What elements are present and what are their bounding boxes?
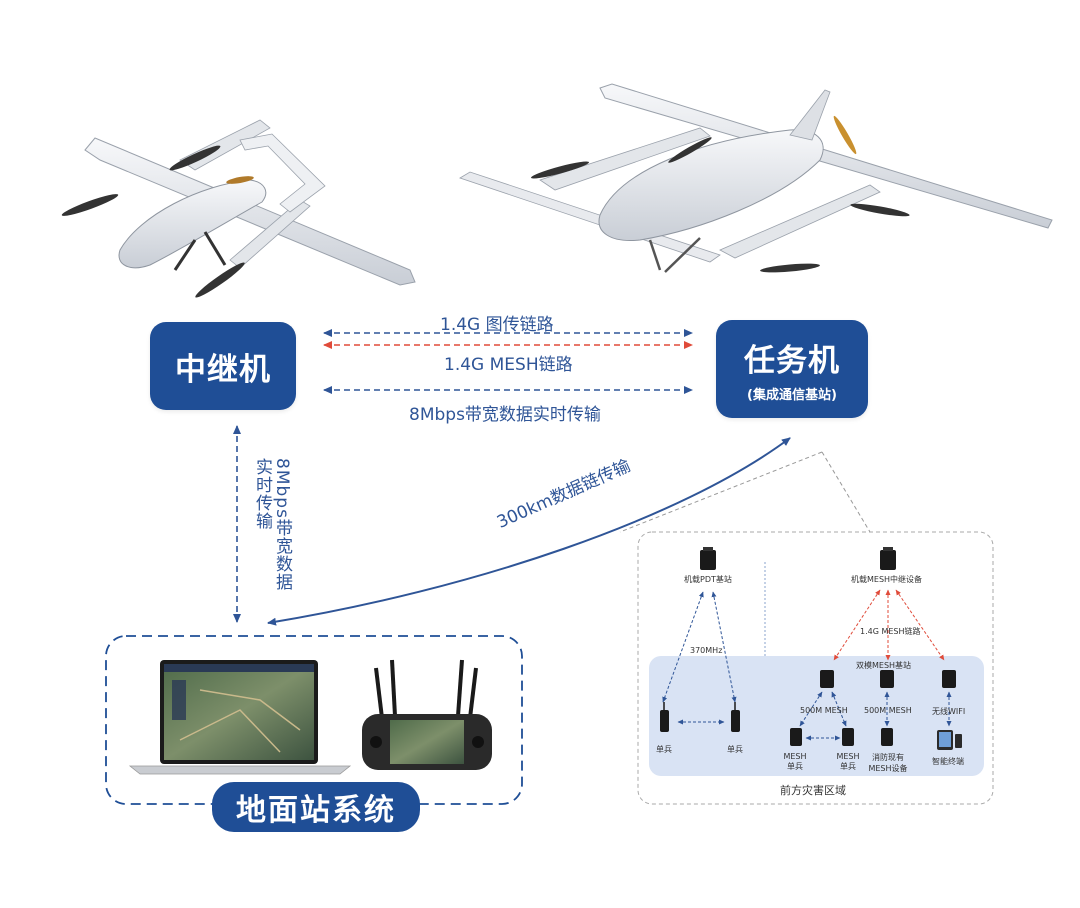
- mesh-soldier-1-line2: 单兵: [787, 762, 803, 771]
- fire-mesh-device-icon: [881, 728, 893, 746]
- mission-drone-image: [459, 83, 1053, 273]
- pdt-station-label: 机载PDT基站: [684, 575, 732, 584]
- mesh-link-label: 1.4G MESH链路: [444, 355, 573, 375]
- wifi-label: 无线WIFI: [932, 707, 966, 716]
- freq-370-label: 370MHz: [690, 646, 723, 655]
- pdt-station-icon: [700, 547, 716, 570]
- mesh-base-icon-3: [942, 670, 956, 688]
- soldier-2-label: 单兵: [727, 745, 743, 754]
- mesh-relay-icon: [880, 547, 896, 570]
- controller-image: [362, 659, 492, 770]
- relay-node-title: 中继机: [175, 351, 271, 388]
- mesh-soldier-2-label: MESH 单兵: [833, 752, 863, 772]
- mission-node-title: 任务机: [744, 343, 840, 379]
- disaster-area-label: 前方灾害区域: [780, 784, 846, 797]
- fire-device-label: 消防现有 MESH设备: [866, 752, 910, 774]
- mesh-soldier-1-label: MESH 单兵: [780, 752, 810, 772]
- relay-node: 中继机: [150, 322, 296, 410]
- mesh-base-icon-1: [820, 670, 834, 688]
- vertical-link-label: 8Mbps带宽数据实时传输: [252, 458, 292, 591]
- callout-line-left: [619, 451, 823, 533]
- relay-drone-image: [61, 119, 416, 298]
- mesh-relay-label: 机载MESH中继设备: [851, 575, 923, 584]
- mesh-soldier-2-line2: 单兵: [840, 762, 856, 771]
- mesh-soldier-icon-1: [790, 728, 802, 746]
- fire-device-line2: MESH设备: [868, 764, 908, 773]
- soldier-radio-icon-2: [731, 702, 740, 732]
- smart-terminal-label: 智能终端: [932, 757, 964, 766]
- long-range-link-arrow: [267, 437, 791, 626]
- mesh-base-icon-2: [880, 670, 894, 688]
- mission-node: 任务机 (集成通信基站): [716, 320, 868, 418]
- fire-device-line1: 消防现有: [872, 753, 904, 762]
- soldier-radio-icon-1: [660, 702, 669, 732]
- mission-node-subtitle: (集成通信基站): [747, 388, 837, 403]
- bandwidth-link-label: 8Mbps带宽数据实时传输: [409, 405, 601, 425]
- laptop-image: [128, 660, 352, 775]
- mesh-soldier-icon-2: [842, 728, 854, 746]
- mesh-soldier-2-line1: MESH: [836, 752, 860, 761]
- callout-line-right: [821, 451, 871, 533]
- soldier-1-label: 单兵: [656, 745, 672, 754]
- mesh-link-detail-label: 1.4G MESH链路: [860, 627, 921, 636]
- ground-station-title: 地面站系统: [212, 782, 420, 832]
- image-link-label: 1.4G 图传链路: [440, 315, 554, 335]
- smart-terminal-icon: [937, 730, 962, 750]
- mesh-500-left-label: 500M MESH: [800, 706, 848, 715]
- mesh-500-right-label: 500M MESH: [864, 706, 912, 715]
- dual-mode-label: 双模MESH基站: [856, 661, 912, 670]
- mesh-soldier-1-line1: MESH: [783, 752, 807, 761]
